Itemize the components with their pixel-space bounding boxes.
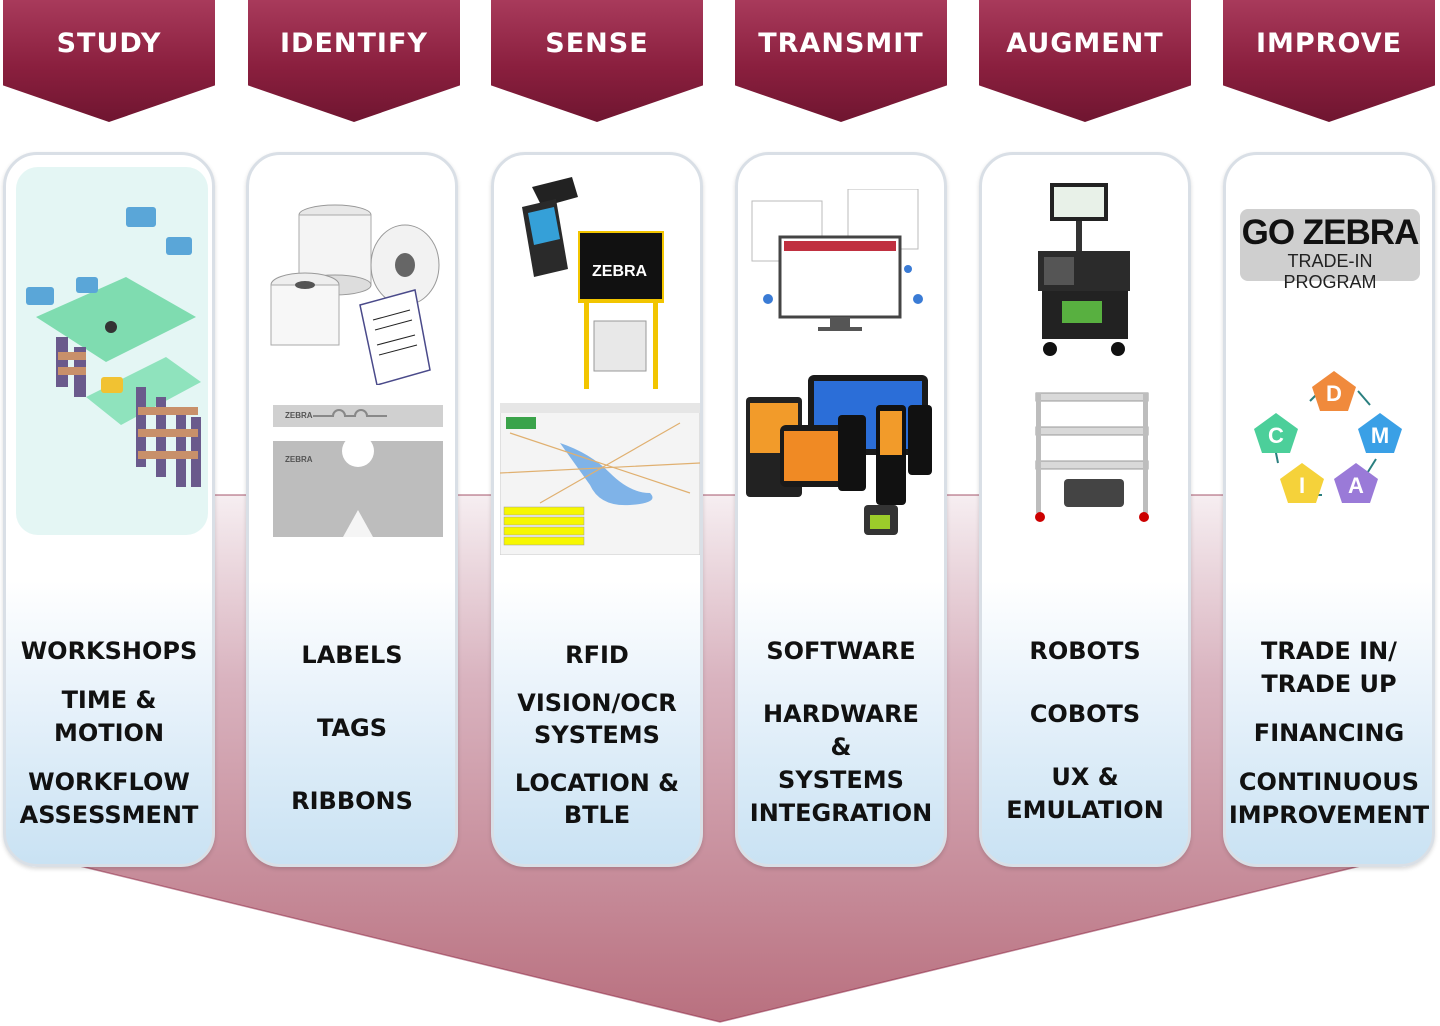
pentagon-d (1312, 371, 1356, 411)
column-study: WORKSHOPS TIME & MOTION WORKFLOW ASSESSM… (3, 152, 215, 867)
item-trade-in-up: TRADE IN/ TRADE UP (1261, 637, 1397, 698)
item-labels: LABELS (301, 641, 403, 669)
item-tags: TAGS (316, 714, 388, 742)
gozebra-logo-sub: TRADE-IN PROGRAM (1283, 251, 1377, 292)
study-items: WORKSHOPS TIME & MOTION WORKFLOW ASSESSM… (6, 635, 212, 848)
label-rolls-image (270, 204, 440, 385)
software-dashboards-image (751, 189, 923, 331)
label-zebra-text-2: ZEBRA (285, 455, 313, 464)
item-financing: FINANCING (1253, 719, 1405, 747)
chevron-label-identify: IDENTIFY (280, 28, 428, 59)
warehouse-illustration (16, 167, 208, 535)
column-sense: ZEBRA RFID VISION/OCR SYSTEMS LOCATION &… (491, 152, 703, 867)
chevron-label-study: STUDY (56, 28, 162, 59)
item-workshops: WORKSHOPS (20, 637, 198, 665)
identify-items: LABELS TAGS RIBBONS (249, 639, 455, 858)
chevron-label-augment: AUGMENT (1006, 28, 1164, 59)
dmaic-letter-m: M (1371, 423, 1389, 448)
handheld-scanner-image (522, 177, 578, 277)
location-map-image (500, 403, 700, 555)
rfid-portal-image (578, 231, 664, 389)
column-identify: ZEBRA ZEBRA LABELS TAGS RIBBONS (246, 152, 458, 867)
column-augment: ROBOTS COBOTS UX & EMULATION (979, 152, 1191, 867)
item-continuous-improvement: CONTINUOUS IMPROVEMENT (1228, 768, 1430, 829)
pentagon-a (1334, 463, 1378, 503)
item-time-motion: TIME & MOTION (53, 686, 165, 747)
dmaic-letter-d: D (1326, 381, 1342, 406)
item-ribbons: RIBBONS (291, 787, 413, 815)
pentagon-c (1254, 413, 1298, 453)
column-transmit: SOFTWARE HARDWARE & SYSTEMS INTEGRATION (735, 152, 947, 867)
chevron-label-sense: SENSE (545, 28, 649, 59)
improve-items: TRADE IN/ TRADE UP FINANCING CONTINUOUS … (1226, 635, 1432, 848)
dmaic-letter-c: C (1268, 423, 1284, 448)
mobile-devices-image (746, 375, 932, 535)
gozebra-logo: GO ZEBRA TRADE-IN PROGRAM (1240, 209, 1420, 292)
column-improve: GO ZEBRA TRADE-IN PROGRAM D M A I C TRAD… (1223, 152, 1435, 867)
cart-robot-image (1035, 392, 1149, 522)
gozebra-logo-main: GO ZEBRA (1241, 213, 1420, 252)
mobile-cart-image (1038, 183, 1130, 356)
item-software: SOFTWARE (766, 637, 916, 665)
item-hardware-integration: HARDWARE & SYSTEMS INTEGRATION (749, 700, 933, 827)
augment-items: ROBOTS COBOTS UX & EMULATION (982, 635, 1188, 857)
item-workflow-assessment: WORKFLOW ASSESSMENT (19, 768, 199, 829)
chevron-label-transmit: TRANSMIT (758, 28, 924, 59)
dmaic-cycle-diagram: D M A I C (1254, 371, 1402, 503)
portal-zebra-text: ZEBRA (592, 263, 648, 280)
item-ux-emulation: UX & EMULATION (1006, 763, 1164, 824)
dmaic-letter-i: I (1299, 473, 1305, 498)
pentagon-m (1358, 413, 1402, 453)
sense-items: RFID VISION/OCR SYSTEMS LOCATION & BTLE (494, 639, 700, 847)
item-location-btle: LOCATION & BTLE (514, 769, 680, 829)
rfid-tags-image (273, 405, 443, 537)
dmaic-letter-a: A (1348, 473, 1364, 498)
transmit-items: SOFTWARE HARDWARE & SYSTEMS INTEGRATION (738, 635, 944, 860)
pentagon-i (1280, 463, 1324, 503)
item-vision-ocr: VISION/OCR SYSTEMS (517, 689, 677, 749)
item-robots: ROBOTS (1029, 637, 1141, 665)
item-cobots: COBOTS (1029, 700, 1141, 728)
chevron-label-improve: IMPROVE (1255, 28, 1403, 59)
item-rfid: RFID (565, 641, 629, 669)
label-zebra-text-1: ZEBRA (285, 411, 313, 420)
